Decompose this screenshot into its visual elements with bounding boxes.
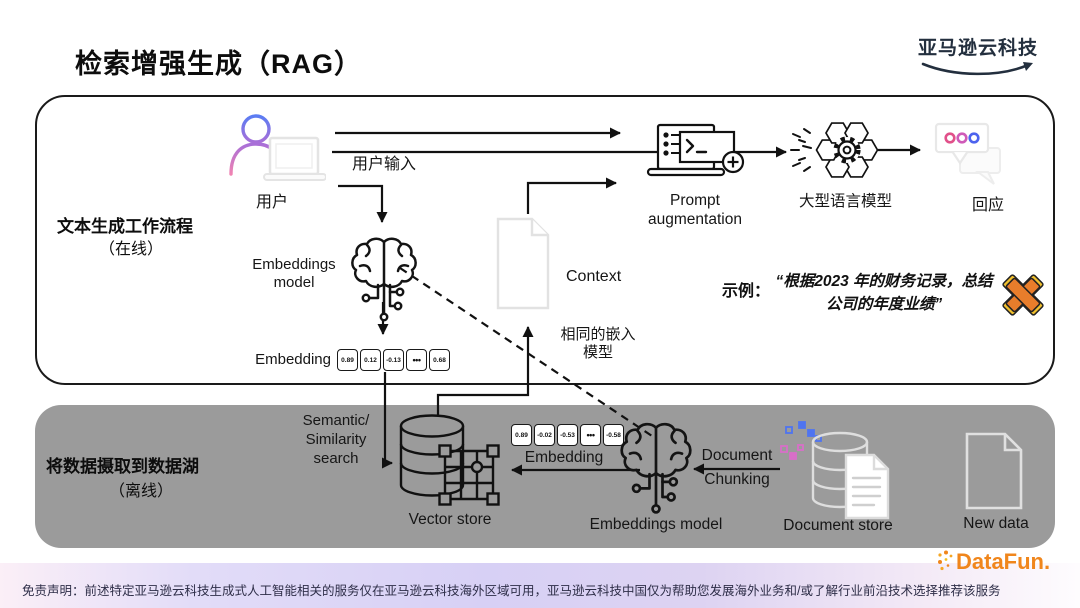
vector-store-label: Vector store [408,511,492,528]
document-chunking-label-bottom: Chunking [704,471,770,488]
prompt-augmentation-label: Prompt augmentation [648,192,742,228]
disclaimer-text: 免责声明：前述特定亚马逊云科技生成式人工智能相关的服务仅在亚马逊云科技海外区域可… [22,584,1001,598]
embedding-vector-offline: 0.89 -0.02 -0.53 ••• -0.58 [511,424,624,446]
embedding-label: Embedding [255,351,331,368]
example-label: 示例： [722,283,771,300]
vector-cell: -0.02 [534,424,555,446]
response-label: 回应 [971,197,1004,214]
embedding-vector: 0.89 0.12 -0.13 ••• 0.68 [337,349,450,371]
same-embedding-model-label: 相同的嵌入 模型 [560,326,636,362]
response-icon [934,122,1001,185]
offline-section-title: 将数据摄取到数据湖 [46,457,199,476]
vector-cell: 0.89 [337,349,358,371]
vector-cell: 0.89 [511,424,532,446]
crossed-ribbons-icon [1002,274,1044,316]
context-label: Context [566,268,622,285]
datafun-logo: DataFun. [936,549,1050,575]
aws-brand-text: 亚马逊云科技 [917,38,1038,59]
disclaimer-bar [0,563,1080,608]
online-section-subtitle: （在线） [98,241,163,258]
vector-cell: -0.58 [603,424,624,446]
aws-brand: 亚马逊云科技 [903,33,1053,78]
vector-cell: 0.68 [429,349,450,371]
page-title: 检索增强生成（RAG） [75,49,362,79]
offline-section-subtitle: （离线） [108,483,173,500]
aws-smile-icon [921,62,1033,76]
datafun-sparkle-icon [938,550,953,571]
embedding-label-offline: Embedding [524,449,604,466]
example-quote: “根据2023 年的财务记录，总结 公司的年度业绩” [775,273,993,314]
online-section-title: 文本生成工作流程 [57,217,193,236]
new-data-icon [965,432,1023,510]
document-chunking-label-top: Document [701,447,773,464]
llm-label: 大型语言模型 [798,193,892,210]
datafun-text: DataFun. [956,549,1051,574]
embeddings-model-offline-label: Embeddings model [589,516,723,533]
user-label: 用户 [255,194,288,211]
prompt-augmentation-icon [646,123,745,177]
vector-cell-ellipsis: ••• [580,424,601,446]
embeddings-model-label: Embeddings model [252,256,336,292]
vector-cell-ellipsis: ••• [406,349,427,371]
context-document-icon [496,217,550,310]
new-data-label: New data [963,515,1029,532]
vector-cell: -0.53 [557,424,578,446]
user-input-label: 用户输入 [352,156,417,173]
vector-cell: 0.12 [360,349,381,371]
user-icon [229,114,326,181]
llm-icon [790,122,879,178]
document-store-icon [780,421,890,520]
document-store-label: Document store [783,517,893,534]
vector-store-icon [399,414,500,506]
vector-cell: -0.13 [383,349,404,371]
semantic-search-label: Semantic/ Similarity search [302,412,370,467]
embeddings-model-icon [351,237,417,322]
embeddings-model-offline-icon [620,422,692,514]
